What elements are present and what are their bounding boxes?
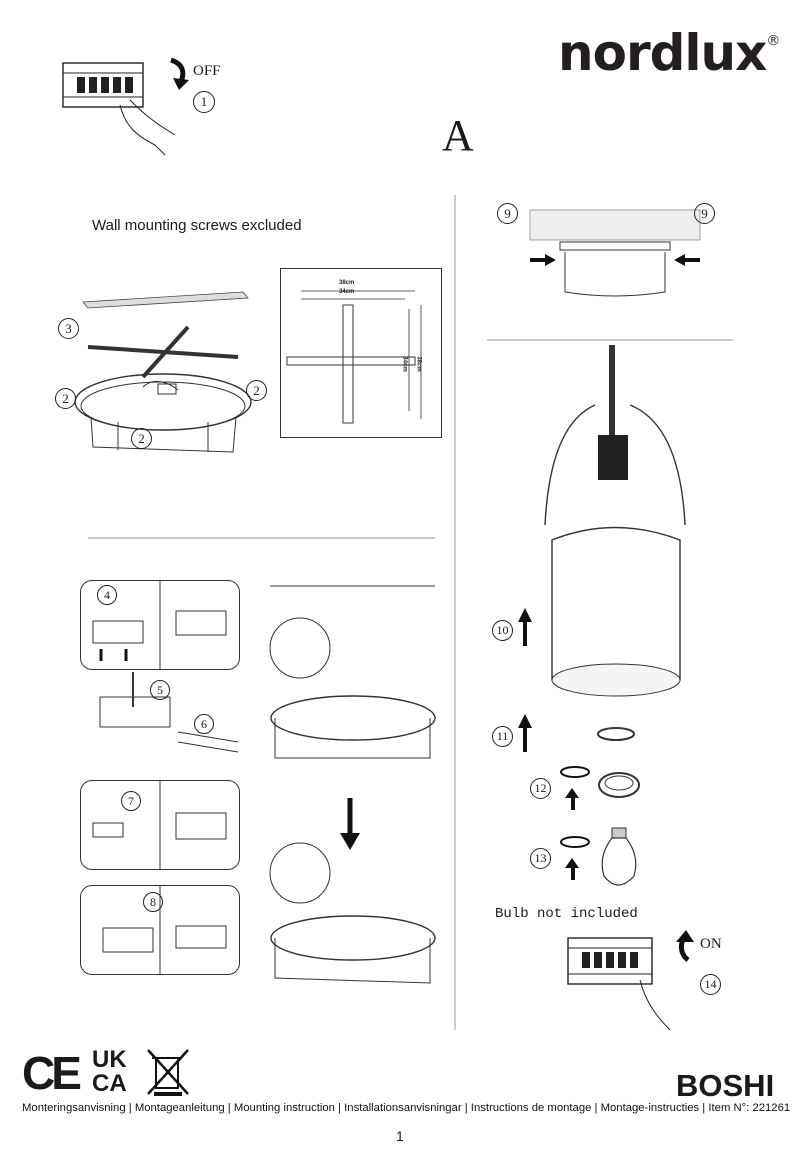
ring-part-drawing [597, 727, 635, 741]
brand-logo: nordlux® [558, 24, 780, 82]
section-letter: A [442, 111, 474, 160]
weee-bin-icon [147, 1049, 189, 1096]
steps-5-6-area: 5 6 [78, 672, 250, 762]
step-9-badge-left: 9 [497, 203, 518, 224]
ce-mark: CE [22, 1047, 82, 1099]
step-9-illustration [529, 209, 701, 297]
lock-ring-drawing [598, 772, 640, 798]
step-8-panel: 8 [80, 885, 240, 975]
arrow-down-icon [170, 57, 189, 90]
outer-width-label: 38cm [339, 280, 355, 286]
ceiling-mount-illustration [74, 291, 252, 453]
ukca-mark-bottom: CA [92, 1070, 127, 1097]
dimensions-box: 38cm 34cm 34cm 38cm [280, 268, 442, 438]
breaker-illustration [567, 937, 671, 1031]
step-14-breaker-on: ON 14 [560, 930, 740, 1040]
step-4-panel: 4 [80, 580, 240, 670]
screws-note: Wall mounting screws excluded [92, 217, 302, 234]
bracket-dimensions-drawing [286, 290, 422, 424]
rotate-icon [560, 836, 590, 880]
ceiling-wiring-illustration [269, 585, 436, 984]
arrow-up-icon [518, 714, 532, 752]
inner-width-label: 34cm [339, 289, 355, 295]
footer-instructions: Monteringsanvisning | Montageanleitung |… [22, 1102, 791, 1114]
on-label: ON [700, 936, 722, 952]
step-5-badge: 5 [150, 680, 170, 700]
step-4-badge: 4 [97, 585, 117, 605]
page-number: 1 [396, 1128, 404, 1144]
ukca-mark-top: UK [92, 1046, 127, 1073]
terminal-wiring-drawing [99, 672, 239, 753]
shade-assembly-illustration [544, 345, 686, 697]
outer-height-label: 38cm [415, 356, 422, 372]
step-2-badge-bottom: 2 [131, 428, 152, 449]
off-label: OFF [193, 63, 221, 79]
step-2-badge-right: 2 [246, 380, 267, 401]
step-8-badge: 8 [143, 892, 163, 912]
step-1-badge: 1 [193, 91, 215, 113]
step-12-badge: 12 [530, 778, 551, 799]
step-9-badge-right: 9 [694, 203, 715, 224]
bulb-note: Bulb not included [495, 906, 638, 922]
step-13-badge: 13 [530, 848, 551, 869]
step-3-badge: 3 [58, 318, 79, 339]
arrow-up-icon [518, 608, 532, 646]
step-7-badge: 7 [121, 791, 141, 811]
step-1-breaker-off: OFF 1 [55, 55, 235, 160]
step-14-badge: 14 [700, 974, 721, 995]
step-10-badge: 10 [492, 620, 513, 641]
bulb-icon [601, 827, 637, 886]
rotate-icon [560, 766, 590, 810]
terminal-screw-drawing [92, 781, 227, 869]
arrow-up-icon [676, 930, 694, 962]
breaker-illustration [62, 62, 176, 156]
inner-height-label: 34cm [401, 356, 408, 372]
step-11-badge: 11 [492, 726, 513, 747]
product-name: BOSHI [676, 1068, 775, 1103]
step-7-panel: 7 [80, 780, 240, 870]
step-6-badge: 6 [194, 714, 214, 734]
terminal-open-drawing [92, 581, 227, 669]
step-2-badge-left: 2 [55, 388, 76, 409]
